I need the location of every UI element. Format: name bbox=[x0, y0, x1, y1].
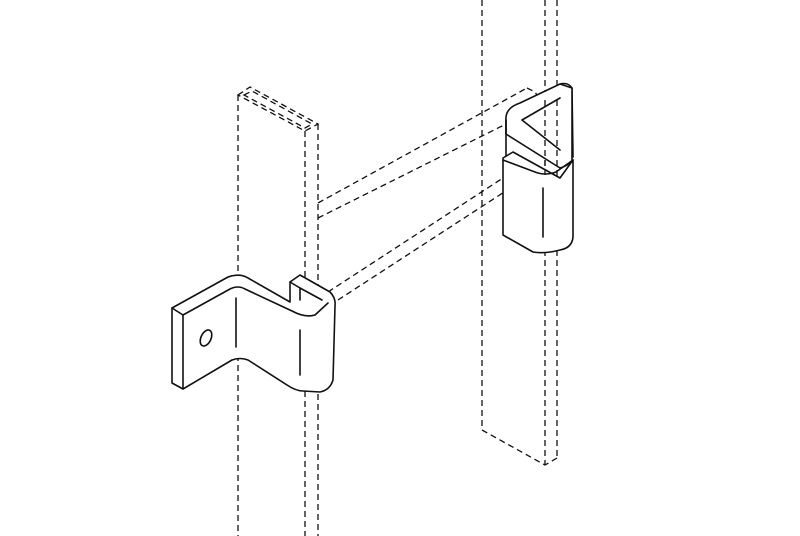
right-bracket bbox=[502, 82, 574, 254]
mounting-hole bbox=[199, 329, 213, 347]
left-bracket bbox=[171, 274, 336, 393]
